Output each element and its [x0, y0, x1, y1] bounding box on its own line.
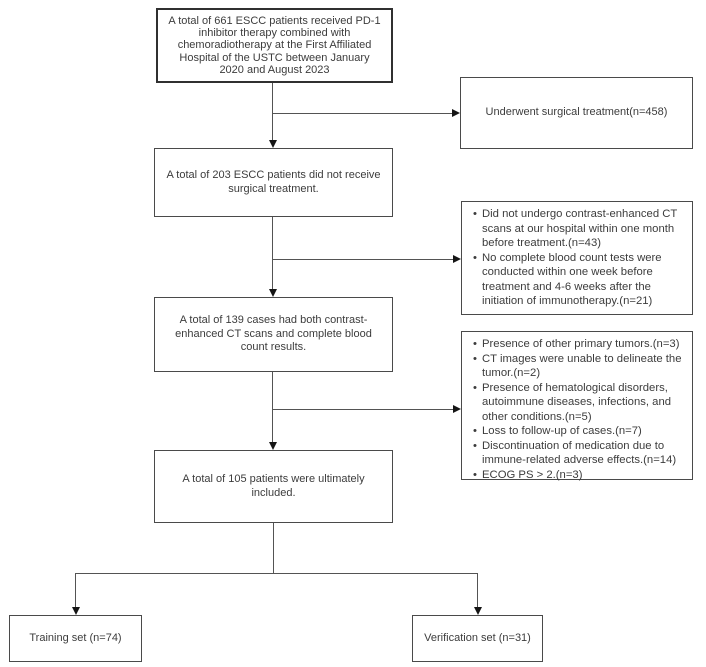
- exclusion-item: Discontinuation of medication due to imm…: [468, 439, 687, 468]
- connector-line: [272, 217, 273, 290]
- box-total-patients-text: A total of 661 ESCC patients received PD…: [168, 14, 381, 76]
- box-cases-139-text: A total of 139 cases had both contrast-e…: [175, 313, 372, 354]
- exclusion-item: No complete blood count tests were condu…: [468, 251, 687, 309]
- arrow-down-icon: [71, 607, 80, 615]
- arrow-right-icon: [453, 255, 461, 263]
- box-included-105-text: A total of 105 patients were ultimately …: [182, 472, 365, 499]
- exclusion-item: Presence of other primary tumors.(n=3): [468, 337, 687, 352]
- arrow-down-icon: [268, 140, 277, 148]
- box-exclusion-ct-blood: Did not undergo contrast-enhanced CT sca…: [461, 201, 693, 315]
- exclusion-item-text: Discontinuation of medication due to imm…: [482, 439, 677, 467]
- connector-line: [272, 409, 453, 410]
- box-training-set-text: Training set (n=74): [29, 631, 122, 644]
- exclusion-item-text: No complete blood count tests were condu…: [482, 251, 662, 308]
- arrow-right-icon: [452, 109, 460, 117]
- arrow-right-icon: [453, 405, 461, 413]
- arrow-down-icon: [268, 289, 277, 297]
- connector-line: [272, 113, 452, 114]
- exclusion-item-text: Presence of other primary tumors.(n=3): [482, 338, 680, 350]
- exclusion-item-text: Did not undergo contrast-enhanced CT sca…: [482, 208, 678, 249]
- connector-line: [272, 372, 273, 442]
- box-cases-139: A total of 139 cases had both contrast-e…: [154, 297, 393, 372]
- connector-line: [477, 573, 478, 607]
- exclusion-item: Presence of hematological disorders, aut…: [468, 381, 687, 425]
- exclusion-item-text: Loss to follow-up of cases.(n=7): [482, 425, 642, 437]
- box-verification-set-text: Verification set (n=31): [424, 631, 531, 644]
- connector-line: [75, 573, 478, 574]
- exclusion-item: ECOG PS > 2.(n=3): [468, 468, 687, 483]
- connector-line: [272, 83, 273, 141]
- connector-line: [273, 523, 274, 574]
- connector-line: [272, 259, 453, 260]
- box-no-surgery: A total of 203 ESCC patients did not rec…: [154, 148, 393, 217]
- box-total-patients: A total of 661 ESCC patients received PD…: [156, 8, 393, 83]
- exclusion-item-text: ECOG PS > 2.(n=3): [482, 468, 583, 481]
- box-training-set: Training set (n=74): [9, 615, 142, 662]
- box-exclusion-criteria: Presence of other primary tumors.(n=3) C…: [461, 331, 693, 483]
- box-no-surgery-text: A total of 203 ESCC patients did not rec…: [166, 168, 381, 195]
- exclusion-item: Loss to follow-up of cases.(n=7): [468, 424, 687, 439]
- exclusion-item-text: Presence of hematological disorders, aut…: [482, 381, 672, 423]
- exclusion-item-text: CT images were unable to delineate the t…: [482, 352, 682, 380]
- box-included-105: A total of 105 patients were ultimately …: [154, 450, 393, 523]
- arrow-down-icon: [473, 607, 482, 615]
- arrow-down-icon: [268, 442, 277, 450]
- box-verification-set: Verification set (n=31): [412, 615, 543, 662]
- connector-line: [75, 573, 76, 607]
- box-surgical-treatment: Underwent surgical treatment(n=458): [460, 77, 693, 149]
- box-surgical-treatment-text: Underwent surgical treatment(n=458): [485, 106, 668, 119]
- exclusion-item: CT images were unable to delineate the t…: [468, 352, 687, 381]
- exclusion-item: Did not undergo contrast-enhanced CT sca…: [468, 207, 687, 251]
